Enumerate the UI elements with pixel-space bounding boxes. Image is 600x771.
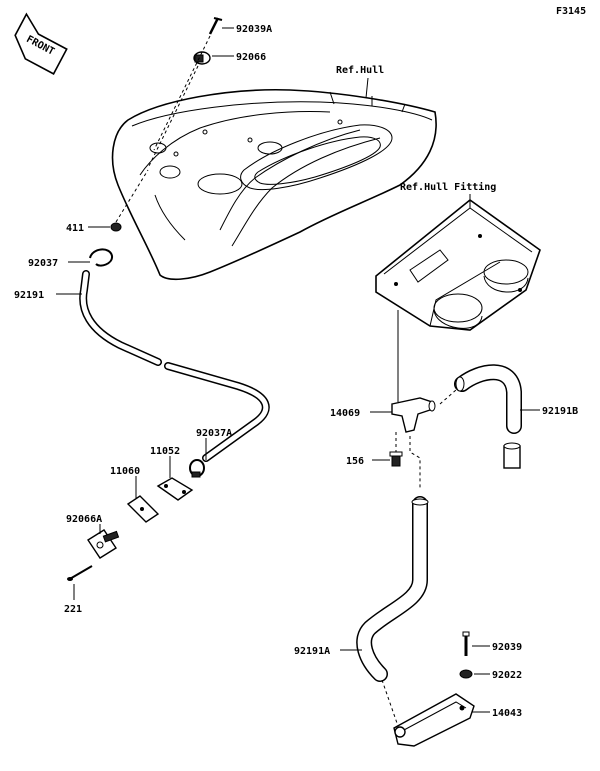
part-label-92191: 92191	[14, 290, 44, 301]
grommet-411-icon	[110, 222, 122, 232]
part-label-221: 221	[64, 604, 82, 615]
hose-92191A-icon	[356, 496, 429, 682]
clamp-92037-icon	[89, 248, 113, 267]
ref-hull-fitting-label: Ref.Hull Fitting	[400, 181, 496, 193]
screw-221-icon	[67, 565, 93, 581]
clamp-92037A-icon	[189, 459, 205, 478]
part-label-92022: 92022	[492, 670, 522, 681]
part-label-92039A: 92039A	[236, 24, 272, 35]
front-arrow-icon: FRONT	[14, 12, 68, 75]
hose-92191B-icon	[454, 364, 522, 469]
screw-92039A-icon	[208, 17, 223, 35]
part-label-92039: 92039	[492, 642, 522, 653]
part-label-92037: 92037	[28, 258, 58, 269]
hull-drawing	[111, 77, 437, 281]
plate-11052-icon	[156, 477, 194, 501]
part-label-14043: 14043	[492, 708, 522, 719]
part-label-11060: 11060	[110, 466, 140, 477]
part-label-92191B: 92191B	[542, 406, 578, 417]
figure-code: F3145	[556, 6, 586, 17]
part-label-92037A: 92037A	[196, 428, 232, 439]
washer-92022-icon	[459, 669, 473, 679]
bracket-14043-icon	[393, 693, 475, 747]
elbow-14069-icon	[391, 397, 436, 433]
gasket-11060-icon	[126, 495, 160, 523]
fitting-92066A-icon	[87, 529, 120, 559]
part-label-411: 411	[66, 223, 84, 234]
part-label-92191A: 92191A	[294, 646, 330, 657]
part-label-11052: 11052	[150, 446, 180, 457]
bolt-156-icon	[389, 451, 403, 467]
part-label-92066A: 92066A	[66, 514, 102, 525]
plug-92066-icon	[193, 51, 211, 65]
part-label-14069: 14069	[330, 408, 360, 419]
hull-fitting-drawing	[375, 198, 541, 331]
part-label-92066: 92066	[236, 52, 266, 63]
ref-hull-label: Ref.Hull	[336, 65, 384, 76]
part-label-156: 156	[346, 456, 364, 467]
hose-92191-icon	[79, 270, 270, 462]
stud-92039-icon	[462, 631, 470, 656]
